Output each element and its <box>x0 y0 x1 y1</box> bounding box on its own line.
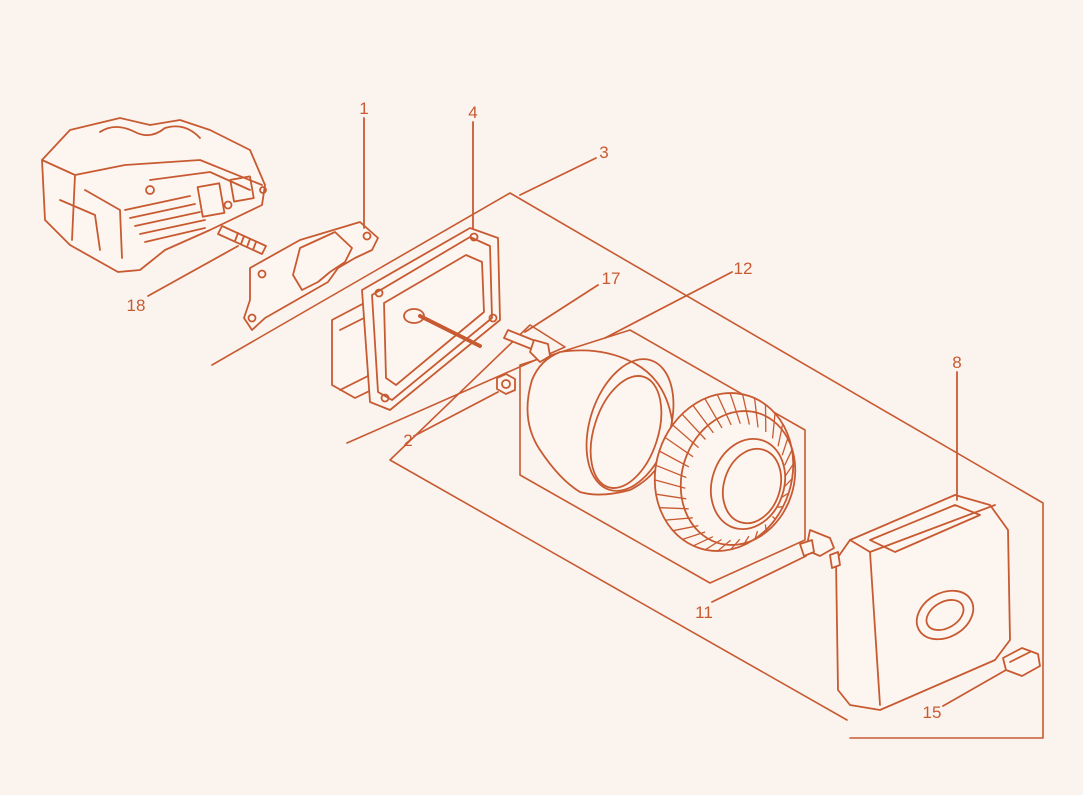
filter-pleat <box>754 530 759 539</box>
callout-12: 12 <box>734 259 753 278</box>
callout-3: 3 <box>599 143 608 162</box>
bolt-part <box>503 329 551 363</box>
filter-pleat <box>716 394 732 426</box>
callout-18: 18 <box>127 296 146 315</box>
filter-pleat <box>655 464 687 479</box>
filter-pleat <box>784 463 794 477</box>
filter-pleat <box>692 404 714 434</box>
filter-pleat <box>781 436 790 456</box>
filter-pleat <box>664 436 694 458</box>
filter-pleat <box>681 413 706 440</box>
filter-pleat <box>672 525 699 532</box>
group-outline-3 <box>211 192 1044 739</box>
filter-pleat <box>658 450 690 468</box>
callout-17: 17 <box>602 269 621 288</box>
callout-4: 4 <box>468 103 477 122</box>
filter-pleat <box>682 531 706 541</box>
filter-pleat <box>705 538 722 551</box>
leader-lines <box>147 117 1007 707</box>
clip-part <box>1002 647 1041 677</box>
filter-pleat <box>655 493 687 500</box>
filter-pleat <box>665 517 693 521</box>
callout-2: 2 <box>403 431 412 450</box>
filter-pleat <box>672 424 700 449</box>
stud-bolt-part <box>217 225 267 255</box>
filter-pleat <box>771 413 776 439</box>
filter-pleat <box>741 394 751 425</box>
filter-pleat <box>753 398 759 428</box>
gasket-part <box>243 221 379 331</box>
group-outline-12 <box>519 329 806 584</box>
cylinder-head-part <box>41 117 267 273</box>
paper-filter-part <box>653 392 797 552</box>
filter-pleat <box>659 507 689 510</box>
filter-pleat <box>771 516 776 520</box>
filter-pleat <box>777 505 784 508</box>
filter-pleat <box>784 478 793 488</box>
nut-part <box>496 373 516 395</box>
filter-pleat <box>742 535 750 546</box>
wing-nut-part <box>799 529 835 557</box>
callout-15: 15 <box>923 703 942 722</box>
filter-pleat <box>784 449 793 466</box>
filter-pleat <box>781 492 790 498</box>
cover-part <box>829 494 1011 711</box>
pre-filter-part <box>526 349 675 496</box>
filter-pleat <box>704 398 723 429</box>
filter-pleat <box>654 479 686 489</box>
air-cleaner-base-part <box>331 227 501 411</box>
callout-11: 11 <box>695 603 713 622</box>
filter-pleat <box>729 392 741 424</box>
group-outline-2 <box>346 324 848 721</box>
filter-pleat <box>777 423 784 447</box>
filter-pleat <box>717 539 732 552</box>
callout-1: 1 <box>359 99 368 118</box>
filter-pleat <box>730 538 741 550</box>
callout-8: 8 <box>952 353 961 372</box>
filter-pleat <box>764 524 767 530</box>
filter-pleat <box>693 536 714 547</box>
